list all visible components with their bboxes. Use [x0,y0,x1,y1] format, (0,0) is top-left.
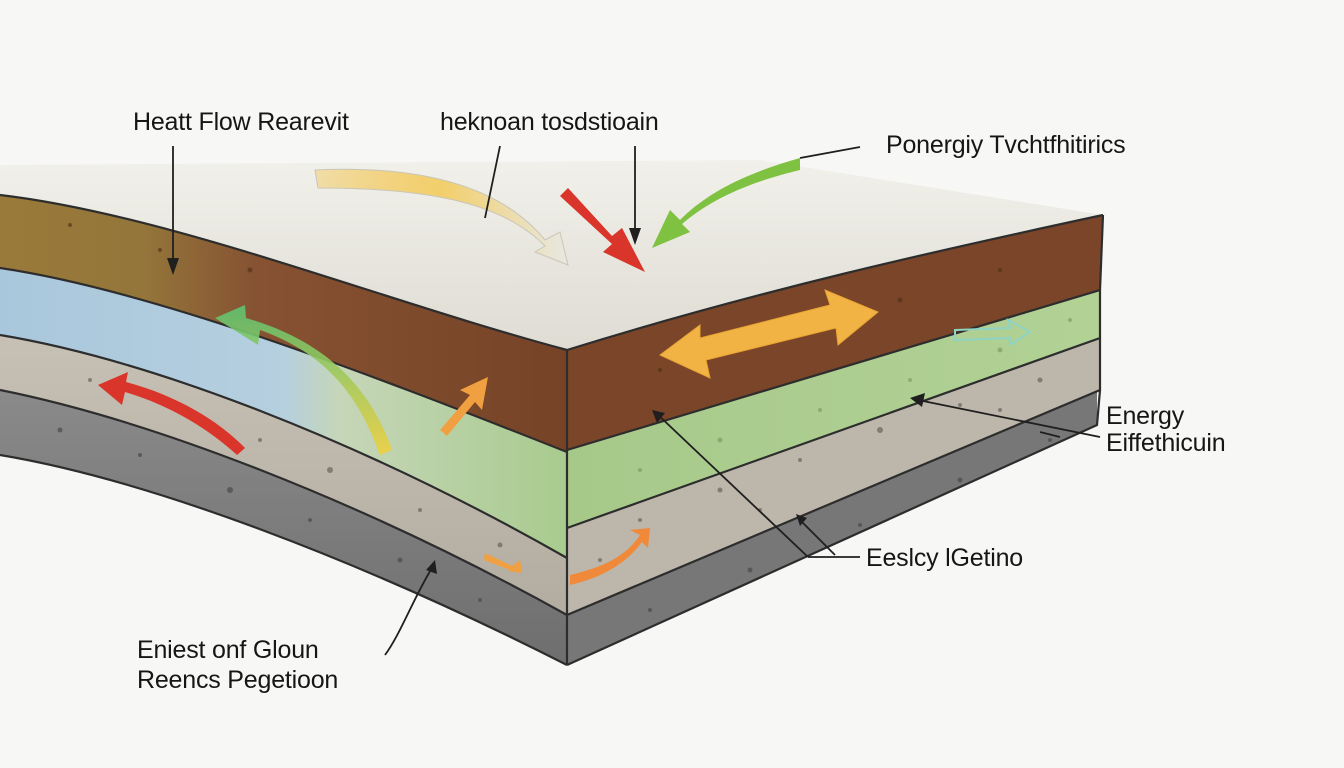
blue-layer-front [0,268,567,558]
orange-up-arrow [440,377,488,436]
gravel-layer-side [567,338,1100,615]
gravel-layer-front [0,335,567,615]
leader-lines [167,145,1101,656]
orange-double-arrow [659,289,879,379]
label-right-upper: Energy Eiffethicuin [1106,402,1226,457]
brown-layer-front [0,195,567,452]
green-speckles [638,318,1072,472]
green-layer-side [567,290,1100,528]
red-down-arrow [560,188,645,272]
red-curved-arrow [98,372,245,455]
brown-layer-side [567,215,1103,450]
bedrock-layer-side [567,390,1097,665]
layer-outlines [0,193,1105,667]
flow-arrows [98,158,1032,585]
label-heat-flow: Heatt Flow Rearevit [133,108,349,136]
green-yellow-curved-arrow [215,305,392,455]
label-top-center: heknoan tosdstioain [440,108,659,136]
label-right-upper-line1: Energy [1106,402,1185,430]
yellow-flow-arrow [314,168,569,266]
label-bottom-left: Eniest onf Gloun Reencs Pegetioon [137,635,338,695]
rock-speckles [57,427,1052,612]
label-top-right: Ponergiy Tvchtfhitirics [886,131,1126,159]
label-bottom-left-line2: Reencs Pegetioon [137,666,339,694]
teal-right-arrow [954,318,1032,347]
label-bottom-left-line1: Eniest onf Gloun [137,636,319,664]
orange-small-arrow [484,553,522,573]
label-right-upper-line2: Eiffethicuin [1106,429,1226,457]
green-down-arrow [652,158,800,248]
orange-curved-arrow-lower [570,528,650,585]
gravel-speckles [88,377,1043,562]
label-right-lower: Eeslcy lGetino [866,544,1023,572]
